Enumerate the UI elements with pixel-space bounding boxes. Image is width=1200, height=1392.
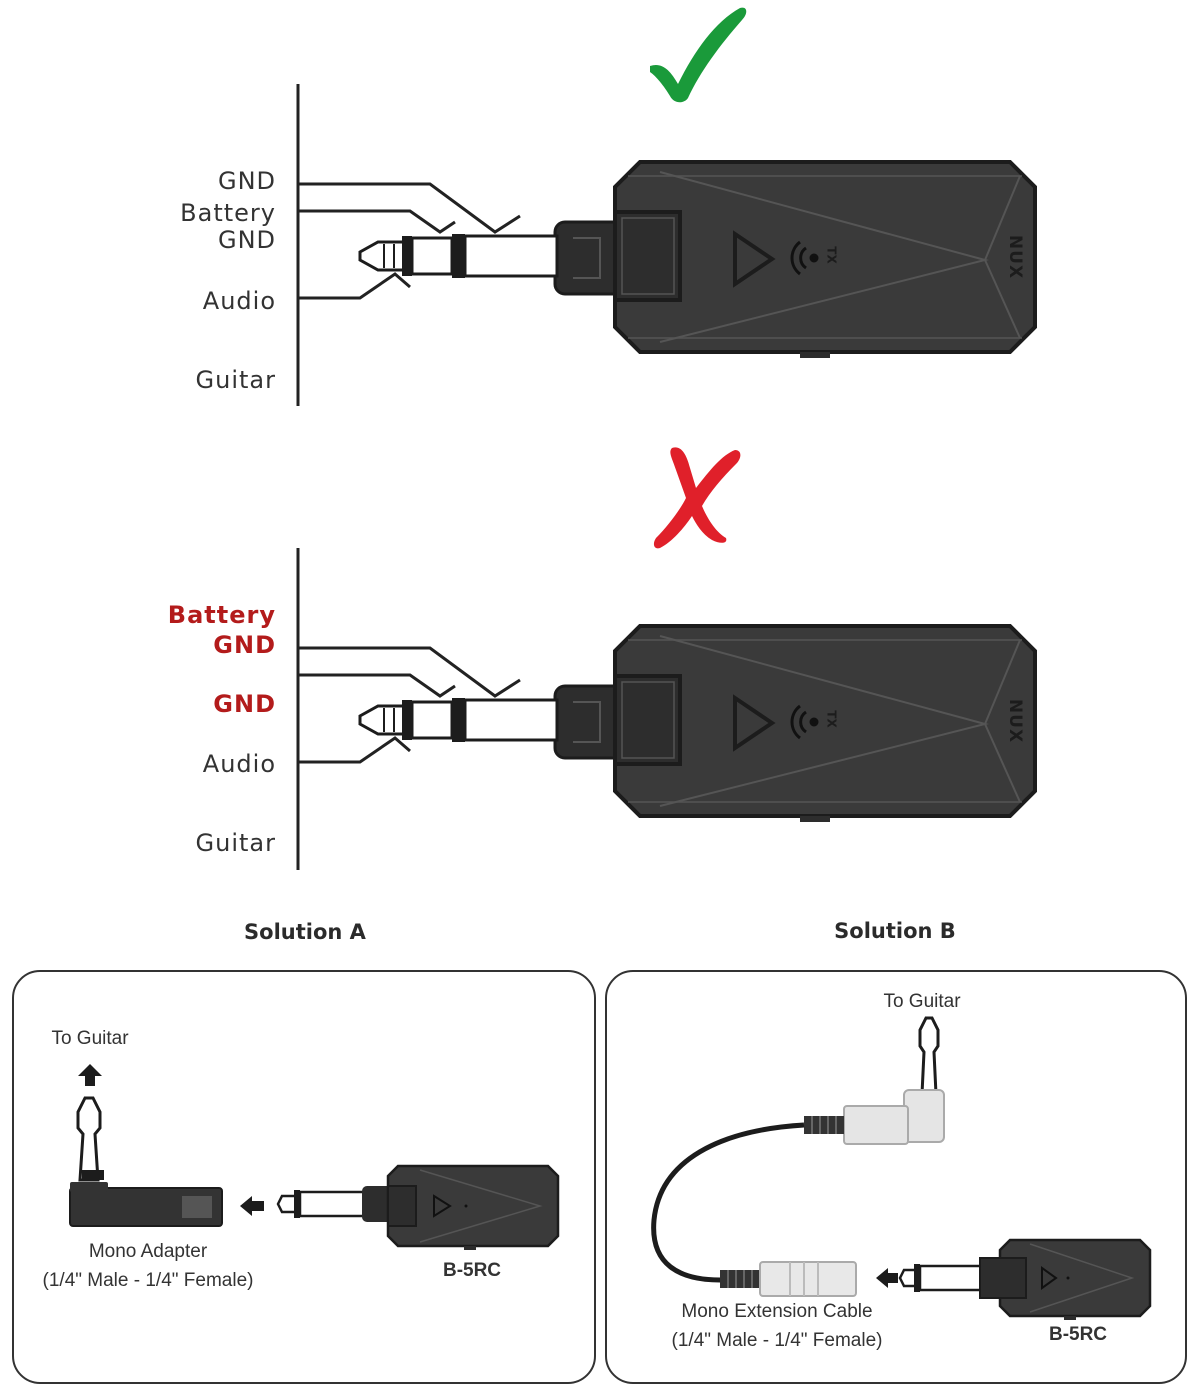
label-gnd: GND (217, 226, 276, 254)
device-brand-label: NUX (1005, 698, 1026, 744)
female-socket (720, 1261, 857, 1297)
up-arrow-icon (78, 1064, 102, 1086)
device-brand-label: NUX (1005, 234, 1026, 280)
label-gnd-red: GND (213, 631, 276, 659)
wireless-icon (790, 240, 819, 276)
right-angle-plug (804, 1016, 945, 1145)
extension-cable-spec: (1/4" Male - 1/4" Female) (671, 1330, 883, 1351)
extension-cable (651, 1122, 805, 1283)
correct-wiring (296, 84, 521, 406)
mono-adapter-spec: (1/4" Male - 1/4" Female) (42, 1270, 254, 1291)
solution-a-device-name: B-5RC (442, 1260, 502, 1281)
device-mark-label: TX (824, 246, 839, 264)
mono-adapter (69, 1096, 223, 1227)
solution-a-panel (12, 970, 596, 1384)
label-guitar: Guitar (195, 829, 276, 857)
label-audio: Audio (202, 287, 276, 315)
label-audio: Audio (202, 750, 276, 778)
b5rc-device-small (898, 1238, 1152, 1320)
label-guitar: Guitar (195, 366, 276, 394)
cross-icon (653, 447, 741, 549)
solution-b-title: Solution B (834, 919, 956, 943)
left-arrow-icon (876, 1268, 898, 1288)
solution-a-to-guitar: To Guitar (51, 1028, 129, 1049)
label-battery: Battery (180, 199, 276, 227)
solution-b-panel (605, 970, 1187, 1384)
solution-a-title: Solution A (244, 920, 366, 944)
mono-adapter-name: Mono Adapter (88, 1241, 208, 1262)
label-battery-red: Battery (167, 601, 276, 629)
extension-cable-name: Mono Extension Cable (681, 1301, 873, 1322)
solution-b-device-name: B-5RC (1048, 1324, 1108, 1345)
device-mark-label: TX (824, 710, 839, 728)
b5rc-device-small (276, 1164, 560, 1250)
wireless-icon (790, 704, 819, 740)
checkmark-icon (650, 7, 747, 103)
label-gnd-red-2: GND (213, 690, 276, 718)
incorrect-wiring (296, 548, 521, 870)
solution-b-to-guitar: To Guitar (883, 991, 961, 1012)
left-arrow-icon (240, 1196, 264, 1216)
label-gnd-top: GND (217, 167, 276, 195)
